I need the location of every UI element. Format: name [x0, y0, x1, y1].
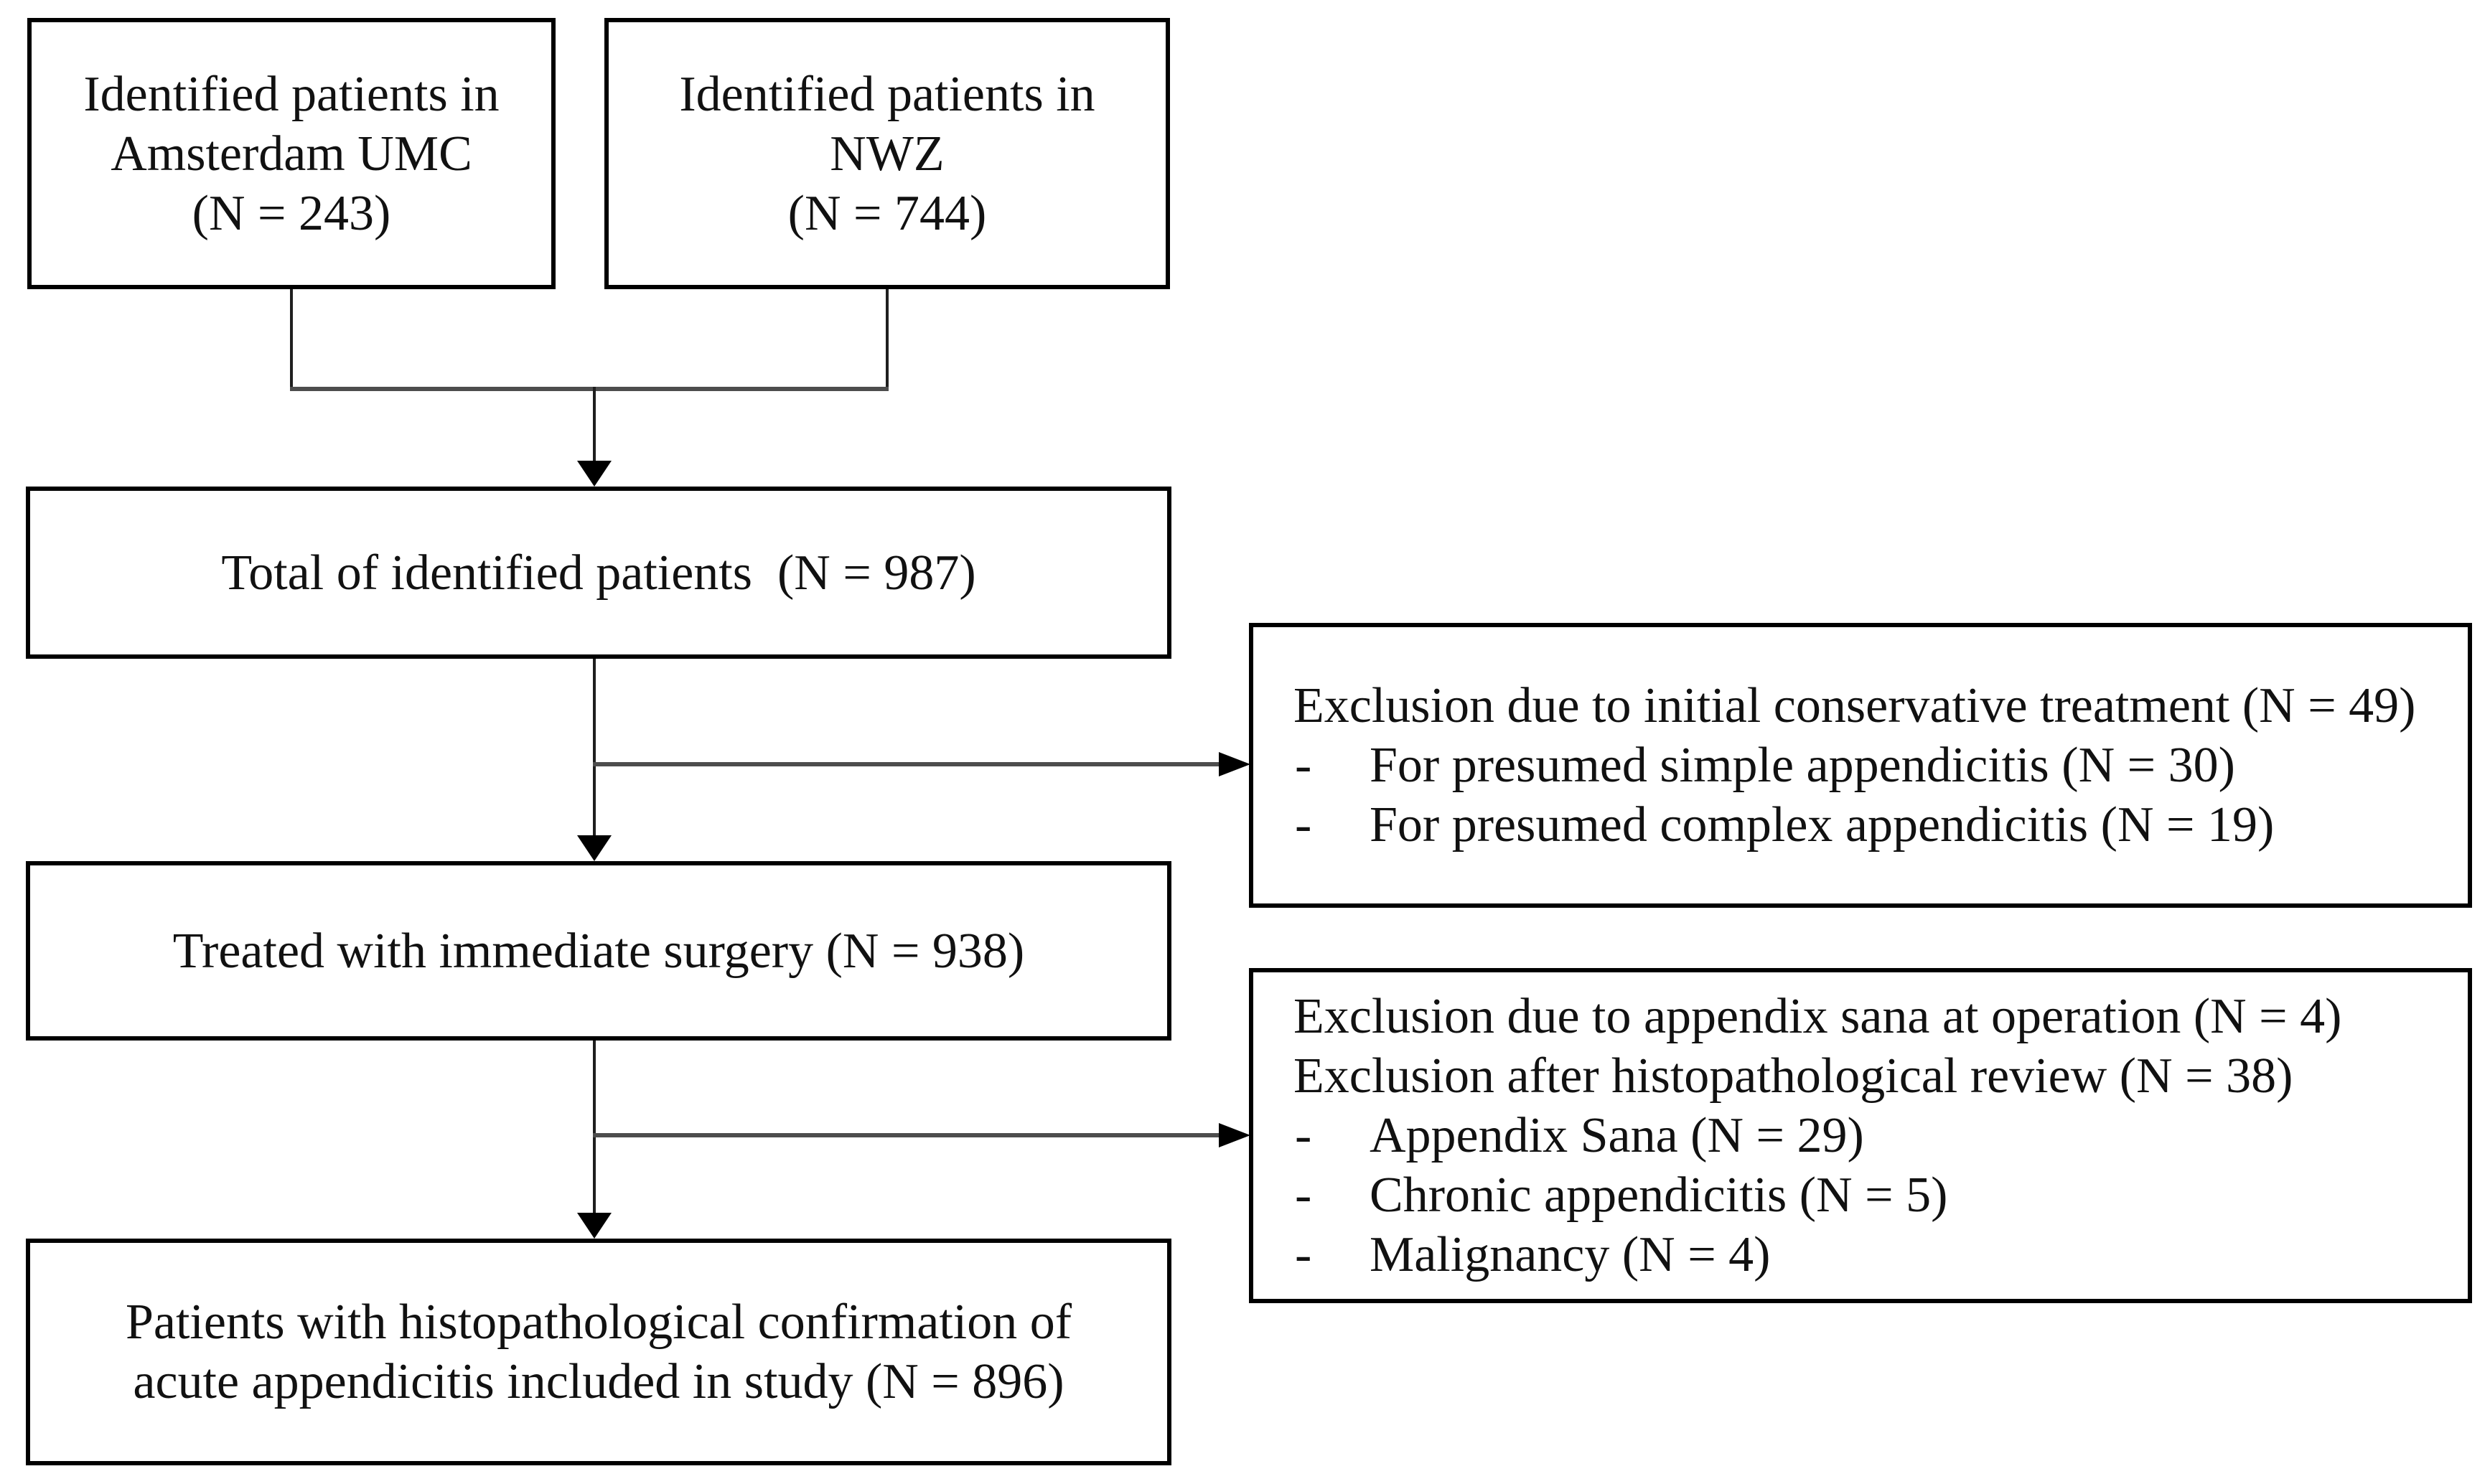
included-line-1: Patients with histopathological confirma… [125, 1295, 1072, 1350]
box-identified-nwz: Identified patients in NWZ (N = 744) [604, 18, 1170, 289]
box-exclusion-histopathology: Exclusion due to appendix sana at operat… [1249, 968, 2472, 1303]
exclusion-2-header-1: Exclusion due to appendix sana at operat… [1293, 989, 2342, 1044]
arrow-right-icon [1219, 1123, 1250, 1147]
connector-branch-exclusion-1 [593, 762, 1222, 766]
connector-total-down [593, 659, 596, 837]
total-text: Total of identified patients (N = 987) [221, 545, 976, 601]
bullet-dash: - [1295, 738, 1312, 793]
exclusion-2-item: - Appendix Sana (N = 29) [1253, 1106, 2468, 1165]
bullet-dash: - [1295, 1108, 1312, 1163]
box-identified-amsterdam-umc: Identified patients in Amsterdam UMC (N … [27, 18, 556, 289]
bullet-dash: - [1295, 1227, 1312, 1282]
exclusion-1-header: Exclusion due to initial conservative tr… [1293, 678, 2416, 733]
exclusion-1-item: - For presumed simple appendicitis (N = 3… [1253, 736, 2468, 795]
exclusion-2-item-2-text: Chronic appendicitis (N = 5) [1370, 1168, 1948, 1223]
arrow-down-icon [577, 461, 612, 487]
amc-count: (N = 243) [192, 185, 391, 241]
arrow-right-icon [1219, 752, 1250, 776]
connector-merge-down [593, 387, 596, 465]
surgery-text: Treated with immediate surgery (N = 938) [172, 923, 1025, 979]
connector-branch-exclusion-2 [593, 1133, 1222, 1137]
amc-line-1: Identified patients in [83, 66, 500, 122]
connector-nwz-down [886, 289, 889, 391]
arrow-down-icon [577, 1213, 612, 1239]
exclusion-1-item-2-text: For presumed complex appendicitis (N = 1… [1370, 797, 2275, 853]
exclusion-1-item-1-text: For presumed simple appendicitis (N = 30… [1370, 738, 2235, 793]
bullet-dash: - [1295, 797, 1312, 853]
nwz-line-1: Identified patients in [679, 66, 1095, 122]
exclusion-2-item: - Chronic appendicitis (N = 5) [1253, 1165, 2468, 1225]
box-included-patients: Patients with histopathological confirma… [26, 1239, 1171, 1465]
box-total-identified: Total of identified patients (N = 987) [26, 487, 1171, 659]
connector-surgery-down [593, 1041, 596, 1214]
exclusion-2-item: - Malignancy (N = 4) [1253, 1225, 2468, 1285]
nwz-line-2: NWZ [830, 126, 945, 182]
exclusion-2-header-2: Exclusion after histopathological review… [1293, 1048, 2293, 1104]
arrow-down-icon [577, 835, 612, 861]
box-exclusion-conservative-treatment: Exclusion due to initial conservative tr… [1249, 623, 2472, 908]
exclusion-2-item-1-text: Appendix Sana (N = 29) [1370, 1108, 1864, 1163]
box-immediate-surgery: Treated with immediate surgery (N = 938) [26, 861, 1171, 1041]
exclusion-1-item: - For presumed complex appendicitis (N = … [1253, 795, 2468, 855]
connector-amc-down [290, 289, 293, 391]
bullet-dash: - [1295, 1168, 1312, 1223]
included-line-2: acute appendicitis included in study (N … [133, 1354, 1064, 1409]
nwz-count: (N = 744) [787, 185, 987, 241]
amc-line-2: Amsterdam UMC [111, 126, 472, 182]
connector-merge-horizontal [290, 387, 889, 391]
exclusion-2-item-3-text: Malignancy (N = 4) [1370, 1227, 1771, 1282]
